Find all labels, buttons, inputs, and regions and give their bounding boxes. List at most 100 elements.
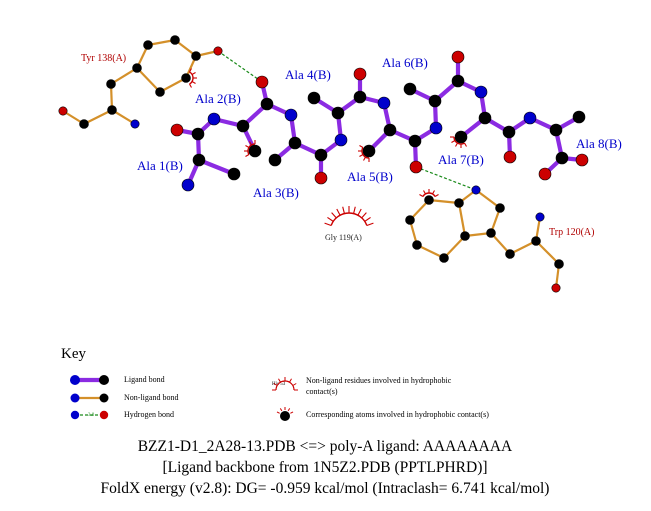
nitrogen-atom bbox=[474, 85, 488, 99]
oxygen-atom bbox=[314, 171, 328, 185]
carbon-atom bbox=[486, 228, 496, 238]
nonligand-bond bbox=[416, 244, 445, 259]
hydrogen-bond-layer bbox=[217, 50, 477, 191]
nitrogen-atom bbox=[523, 111, 537, 125]
hydrophobic-lash bbox=[464, 142, 467, 147]
carbon-atom bbox=[460, 231, 470, 241]
nonligand-bond bbox=[428, 198, 460, 205]
ala5-hydrophobic-contact bbox=[358, 145, 370, 162]
key-his-label: His 53 bbox=[272, 382, 286, 387]
carbon-atom bbox=[143, 40, 153, 50]
carbon-atom bbox=[505, 249, 515, 259]
carbon-atom bbox=[191, 127, 205, 141]
key-hydrophobic-lash bbox=[273, 383, 278, 386]
key-hbond-label: Hydrogen bond bbox=[124, 410, 174, 419]
ala2-hydrophobic-contact bbox=[244, 140, 256, 157]
hydrophobic-arc bbox=[330, 212, 368, 226]
key-hydrophobic-residues-line2: contact(s) bbox=[306, 387, 338, 396]
hydrophobic-lash bbox=[451, 140, 456, 143]
carbon-atom bbox=[132, 63, 142, 73]
nonligand-bond bbox=[475, 189, 501, 209]
oxygen-atom bbox=[575, 153, 589, 167]
hydrogen-bond bbox=[217, 50, 263, 83]
oxygen-atom bbox=[58, 106, 68, 116]
hydrophobic-lash bbox=[245, 154, 250, 157]
hydrophobic-lash bbox=[364, 217, 371, 222]
carbon-atom bbox=[260, 97, 274, 111]
hydrophobic-lash bbox=[361, 212, 367, 219]
hydrophobic-lash bbox=[423, 190, 426, 195]
hydrophobic-lash bbox=[359, 154, 364, 157]
hydrophobic-lash bbox=[336, 208, 341, 216]
carbon-atom bbox=[236, 119, 250, 133]
carbon-atom bbox=[181, 73, 191, 83]
key-hydrophobic-atom bbox=[280, 411, 290, 421]
hydrophobic-lash bbox=[366, 222, 374, 227]
hydrophobic-arc bbox=[453, 136, 465, 145]
carbon-atom bbox=[408, 134, 422, 148]
oxygen-atom bbox=[170, 123, 184, 137]
nitrogen-atom bbox=[181, 178, 195, 192]
residue-label-ala4: Ala 4(B) bbox=[285, 67, 331, 82]
carbon-atom bbox=[555, 151, 569, 165]
hydrophobic-lash bbox=[249, 141, 252, 146]
oxygen-atom bbox=[451, 50, 465, 64]
hydrophobic-arcs-layer bbox=[189, 68, 467, 227]
nonligand-bond bbox=[136, 67, 161, 93]
hydrophobic-lash bbox=[191, 81, 196, 84]
nonligand-bond bbox=[110, 67, 138, 85]
hydrophobic-lash bbox=[359, 145, 364, 148]
residue-label-ala5: Ala 5(B) bbox=[347, 169, 393, 184]
key-hbond-atom-o bbox=[99, 410, 109, 420]
hydrophobic-arc bbox=[422, 192, 436, 197]
carbon-atom bbox=[439, 253, 449, 263]
oxygen-atom bbox=[503, 150, 517, 164]
carbon-atom bbox=[502, 125, 516, 139]
key-hydrophobic-residues-line1: Non-ligand residues involved in hydropho… bbox=[306, 376, 452, 385]
key-hbond-atom-n bbox=[70, 410, 80, 420]
carbon-atom bbox=[248, 144, 262, 158]
nonligand-bond bbox=[443, 235, 466, 259]
key-ligand-atom-n bbox=[70, 375, 80, 385]
carbon-atom bbox=[307, 91, 321, 105]
hydrophobic-arc bbox=[189, 71, 194, 85]
hydrophobic-lash bbox=[245, 145, 250, 148]
carbon-atom bbox=[331, 106, 345, 120]
key-ligand-bond-label: Ligand bond bbox=[124, 375, 165, 384]
key-hydrophobic-residue-symbol bbox=[272, 377, 298, 391]
hydrophobic-lash bbox=[434, 194, 439, 197]
caption-line-1: BZZ1-D1_2A28-13.PDB <=> poly-A ligand: A… bbox=[138, 438, 513, 455]
nitrogen-atom bbox=[284, 108, 298, 122]
residue-label-ala7: Ala 7(B) bbox=[438, 152, 484, 167]
carbon-atom bbox=[191, 51, 201, 61]
carbon-atom bbox=[454, 198, 464, 208]
carbon-atom bbox=[227, 167, 241, 181]
tyr138-hydrophobic-contact bbox=[189, 68, 197, 88]
key-hydrophobic-lash bbox=[292, 383, 297, 386]
trp120-hydrophobic-contact bbox=[419, 189, 439, 197]
nonligand-bond bbox=[457, 202, 467, 237]
caption-line-2: [Ligand backbone from 1N5Z2.PDB (PPTLPHR… bbox=[162, 459, 487, 476]
carbon-atom bbox=[155, 87, 165, 97]
hydrophobic-lash bbox=[432, 190, 435, 195]
hydrophobic-lash bbox=[327, 217, 334, 222]
carbon-atom bbox=[454, 130, 468, 144]
key-hydrophobic-atom-symbol bbox=[276, 407, 294, 421]
residue-label-ala6: Ala 6(B) bbox=[382, 55, 428, 70]
carbon-atom bbox=[531, 236, 541, 246]
carbon-atom bbox=[107, 105, 117, 115]
hydrophobic-lash bbox=[357, 208, 362, 216]
key-hydrophobic-atom-lash bbox=[290, 411, 294, 414]
oxygen-atom bbox=[353, 67, 367, 81]
key-hydrophobic-atom-lash bbox=[276, 411, 280, 414]
carbon-atom bbox=[353, 90, 367, 104]
nonligand-bond bbox=[509, 240, 537, 255]
carbon-atom bbox=[424, 195, 434, 205]
nonligand-bond bbox=[535, 240, 560, 265]
carbon-atom bbox=[192, 153, 206, 167]
key-title: Key bbox=[61, 346, 86, 362]
hydrophobic-lash bbox=[419, 194, 424, 197]
hydrophobic-lash bbox=[342, 206, 345, 214]
key-nonligand-bond-label: Non-ligand bond bbox=[124, 393, 178, 402]
